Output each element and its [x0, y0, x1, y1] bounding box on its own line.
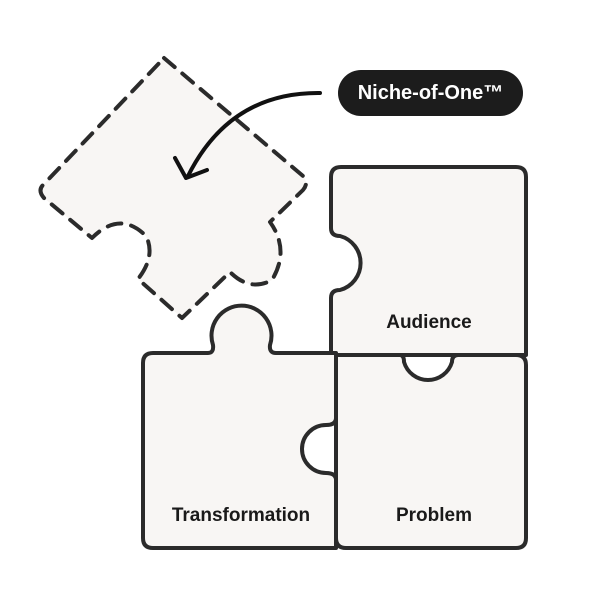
niche-of-one-badge: Niche-of-One™ — [338, 70, 523, 116]
piece-label-problem: Problem — [396, 505, 472, 526]
piece-problem: Problem — [334, 353, 528, 550]
missing-piece-outline — [38, 56, 308, 320]
arrow-head-icon — [173, 156, 209, 180]
piece-label-transformation: Transformation — [172, 505, 310, 526]
piece-transformation: Transformation — [141, 303, 338, 550]
arrow-curve — [186, 90, 322, 178]
piece-audience: Audience — [329, 165, 528, 357]
piece-label-audience: Audience — [386, 312, 472, 333]
